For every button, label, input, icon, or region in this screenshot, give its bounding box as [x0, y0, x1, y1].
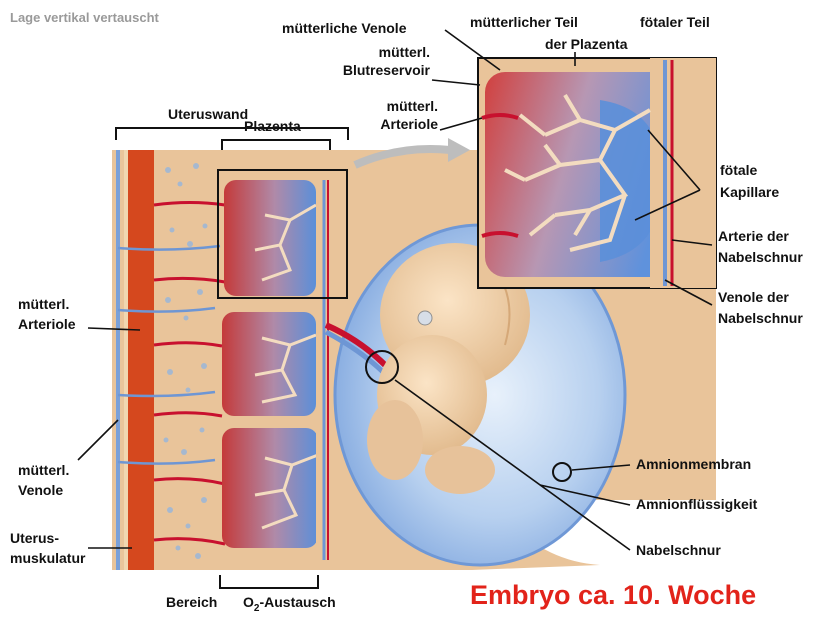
- orientation-note: Lage vertikal vertauscht: [10, 10, 159, 25]
- label-venole-left-1: mütterl.: [18, 462, 69, 479]
- label-bereich: Bereich: [166, 594, 217, 611]
- label-amnionmembran: Amnionmembran: [636, 456, 751, 473]
- label-arterie-nabelschnur-2: Nabelschnur: [718, 249, 803, 266]
- label-foetale-kapillare-2: Kapillare: [720, 184, 779, 201]
- label-o2-main: O: [243, 594, 254, 610]
- diagram-title: Embryo ca. 10. Woche: [470, 580, 756, 611]
- label-uterusmuskulatur-2: muskulatur: [10, 550, 85, 567]
- uteruswand-bracket: [116, 128, 348, 140]
- label-muetterlicher-teil-1: mütterlicher Teil: [470, 14, 578, 31]
- label-venole-nabelschnur-1: Venole der: [718, 289, 789, 306]
- inset-panel: [478, 58, 716, 288]
- plazenta-bracket: [222, 140, 330, 150]
- label-foetaler-teil: fötaler Teil: [640, 14, 710, 31]
- label-blutreservoir-1: mütterl.: [300, 44, 430, 61]
- label-arteriole-top-1: mütterl.: [340, 98, 438, 115]
- label-o2-austausch: O2-Austausch: [243, 594, 336, 617]
- uterus-muscle-band: [128, 150, 154, 570]
- label-arteriole-left-2: Arteriole: [18, 316, 76, 333]
- label-arteriole-left-1: mütterl.: [18, 296, 69, 313]
- label-o2-rest: -Austausch: [259, 594, 335, 610]
- label-venole-nabelschnur-2: Nabelschnur: [718, 310, 803, 327]
- label-plazenta: Plazenta: [244, 118, 301, 135]
- label-foetale-kapillare-1: fötale: [720, 162, 757, 179]
- label-arteriole-top-2: Arteriole: [340, 116, 438, 133]
- label-muetterliche-venole: mütterliche Venole: [282, 20, 406, 37]
- label-uterusmuskulatur-1: Uterus-: [10, 530, 59, 547]
- label-uteruswand: Uteruswand: [168, 106, 248, 123]
- label-venole-left-2: Venole: [18, 482, 63, 499]
- label-blutreservoir-2: Blutreservoir: [300, 62, 430, 79]
- austausch-bracket: [220, 575, 318, 588]
- label-muetterlicher-teil-2: der Plazenta: [545, 36, 627, 53]
- label-arterie-nabelschnur-1: Arterie der: [718, 228, 789, 245]
- label-nabelschnur: Nabelschnur: [636, 542, 721, 559]
- label-amnionfluessigkeit: Amnionflüssigkeit: [636, 496, 757, 513]
